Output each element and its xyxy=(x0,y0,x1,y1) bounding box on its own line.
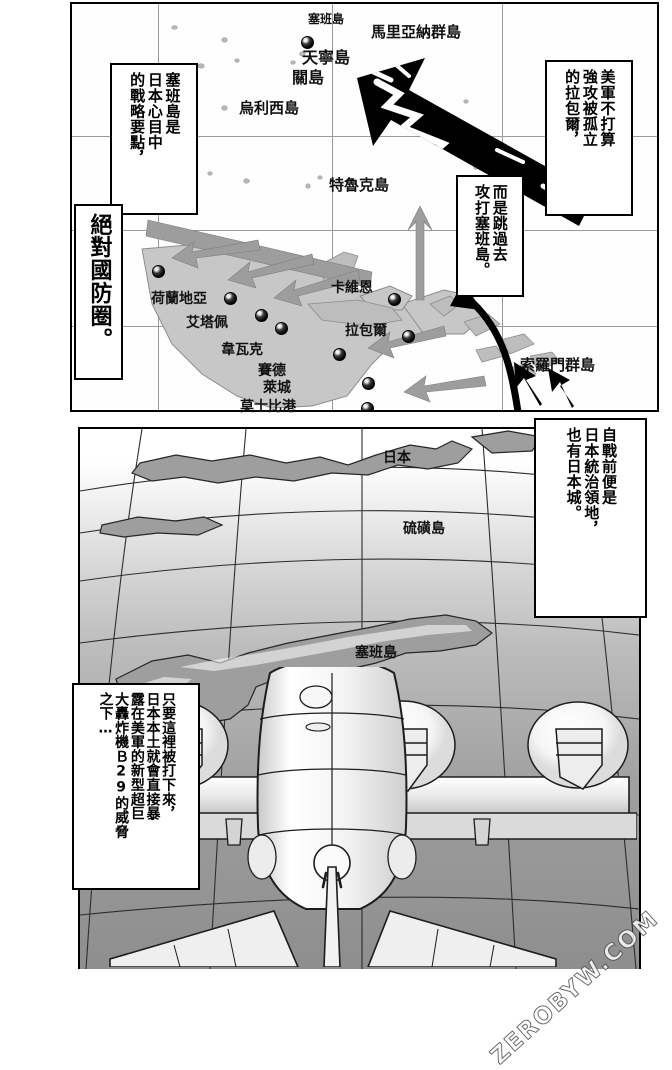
map-dot-aitape xyxy=(255,309,268,322)
map-label-tinian: 天寧島 xyxy=(302,48,351,67)
map-label-saidor: 賽德 xyxy=(258,363,286,379)
map-label-kavieng: 卡維恩 xyxy=(331,280,373,296)
map-label-saipan-p2: 塞班島 xyxy=(355,645,397,661)
map-dot-rabaul xyxy=(402,330,415,343)
islet xyxy=(172,26,177,29)
map-dot-saipan xyxy=(301,36,314,49)
map-dot-hollandia xyxy=(224,292,237,305)
islet xyxy=(235,59,239,62)
map-label-saipan: 塞班島 xyxy=(308,12,345,26)
map-label-mariana: 馬里亞納群島 xyxy=(371,23,462,41)
islet xyxy=(306,184,310,188)
islet xyxy=(318,176,322,179)
map-dot-saidor xyxy=(333,348,346,361)
islet xyxy=(222,38,227,42)
caption-text: 美軍不打算 強攻被孤立 的拉包爾， xyxy=(563,69,617,147)
caption-leapfrog-saipan: 而是跳過去 攻打塞班島。 xyxy=(456,175,524,297)
solomon-attack-arrows xyxy=(514,362,574,408)
map-label-wewak: 韋瓦克 xyxy=(221,342,263,358)
caption-b29-threat: 只要這裡被打下來， 日本本土就會直接暴 露在美軍的新型超巨 大轟炸機Ｂ29的威脅… xyxy=(72,683,200,890)
islet xyxy=(244,179,249,183)
map-label-port-moresby: 莫士比港 xyxy=(240,399,296,415)
islet xyxy=(291,61,295,64)
caption-text: 塞班島是 日本心目中 的戰略要點， xyxy=(128,72,182,166)
map-label-aitape: 艾塔佩 xyxy=(186,315,228,331)
caption-text: 只要這裡被打下來， 日本本土就會直接暴 露在美軍的新型超巨 大轟炸機Ｂ29的威脅… xyxy=(97,692,177,839)
map-label-hollandia: 荷蘭地亞 xyxy=(151,291,207,307)
caption-text: 而是跳過去 攻打塞班島。 xyxy=(473,184,509,278)
map-label-iwojima: 硫磺島 xyxy=(403,521,445,537)
caption-saipan-strategic: 塞班島是 日本心目中 的戰略要點， xyxy=(110,63,198,215)
map-dot-port-moresby xyxy=(361,402,374,410)
map-gridline-horizontal xyxy=(72,230,657,231)
map-label-solomon: 索羅門群島 xyxy=(520,356,596,374)
caption-text: 絕對國防圈。 xyxy=(86,213,112,351)
map-gridline-horizontal xyxy=(72,136,657,137)
allied-advance-arrows xyxy=(145,205,487,403)
islet xyxy=(300,52,305,56)
caption-us-skip-rabaul: 美軍不打算 強攻被孤立 的拉包爾， xyxy=(545,60,633,216)
caption-prewar-japanese-territory: 自戰前便是 日本統治領地， 也有日本城。 xyxy=(534,418,647,618)
map-label-guam: 關島 xyxy=(292,68,325,87)
map-label-rabaul: 拉包爾 xyxy=(345,323,387,339)
manga-page: 塞班島 馬里亞納群島 天寧島 關島 烏利西島 特魯克島 荷蘭地亞 艾塔佩 韋瓦克… xyxy=(70,2,665,1070)
caption-absolute-defense-sphere: 絕對國防圈。 xyxy=(74,204,123,380)
map-dot-lae xyxy=(362,377,375,390)
map-label-lae: 萊城 xyxy=(263,380,291,396)
map-label-truk: 特魯克島 xyxy=(329,176,390,194)
map-dot-wewak xyxy=(275,322,288,335)
islet xyxy=(464,100,468,103)
caption-text: 自戰前便是 日本統治領地， 也有日本城。 xyxy=(564,427,619,537)
islet xyxy=(222,106,227,110)
map-label-japan: 日本 xyxy=(383,450,411,466)
islet xyxy=(208,172,212,175)
map-label-ulithi: 烏利西島 xyxy=(239,99,300,117)
map-dot-kavieng xyxy=(388,293,401,306)
map-dot-hollandia-w xyxy=(152,265,165,278)
islet xyxy=(198,64,204,68)
map-gridline-vertical xyxy=(332,4,333,410)
